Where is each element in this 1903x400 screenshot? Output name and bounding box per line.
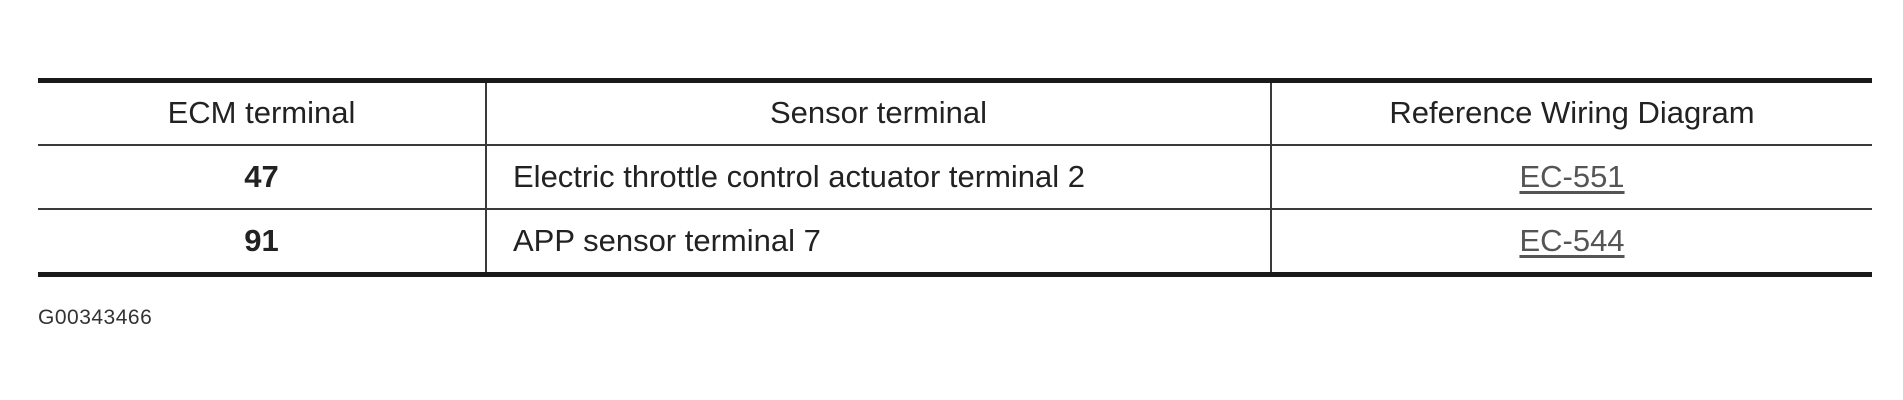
header-ecm-terminal: ECM terminal	[38, 80, 487, 146]
reference-cell: EC-551	[1271, 145, 1872, 210]
terminal-reference-table: ECM terminal Sensor terminal Reference W…	[38, 78, 1872, 277]
ecm-terminal-cell: 47	[38, 145, 487, 210]
terminal-reference-table-container: ECM terminal Sensor terminal Reference W…	[38, 78, 1872, 277]
figure-id: G00343466	[38, 306, 153, 329]
sensor-terminal-cell: Electric throttle control actuator termi…	[486, 145, 1272, 210]
table-row: 47 Electric throttle control actuator te…	[38, 145, 1872, 210]
table-row: 91 APP sensor terminal 7 EC-544	[38, 209, 1872, 275]
sensor-terminal-cell: APP sensor terminal 7	[486, 209, 1272, 275]
header-reference-wiring-diagram: Reference Wiring Diagram	[1271, 80, 1872, 146]
reference-cell: EC-544	[1271, 209, 1872, 275]
reference-link[interactable]: EC-544	[1519, 222, 1625, 258]
table-header: ECM terminal Sensor terminal Reference W…	[38, 80, 1872, 146]
reference-link[interactable]: EC-551	[1519, 158, 1625, 194]
ecm-terminal-cell: 91	[38, 209, 487, 275]
table-body: 47 Electric throttle control actuator te…	[38, 145, 1872, 275]
header-row: ECM terminal Sensor terminal Reference W…	[38, 80, 1872, 146]
header-sensor-terminal: Sensor terminal	[486, 80, 1272, 146]
